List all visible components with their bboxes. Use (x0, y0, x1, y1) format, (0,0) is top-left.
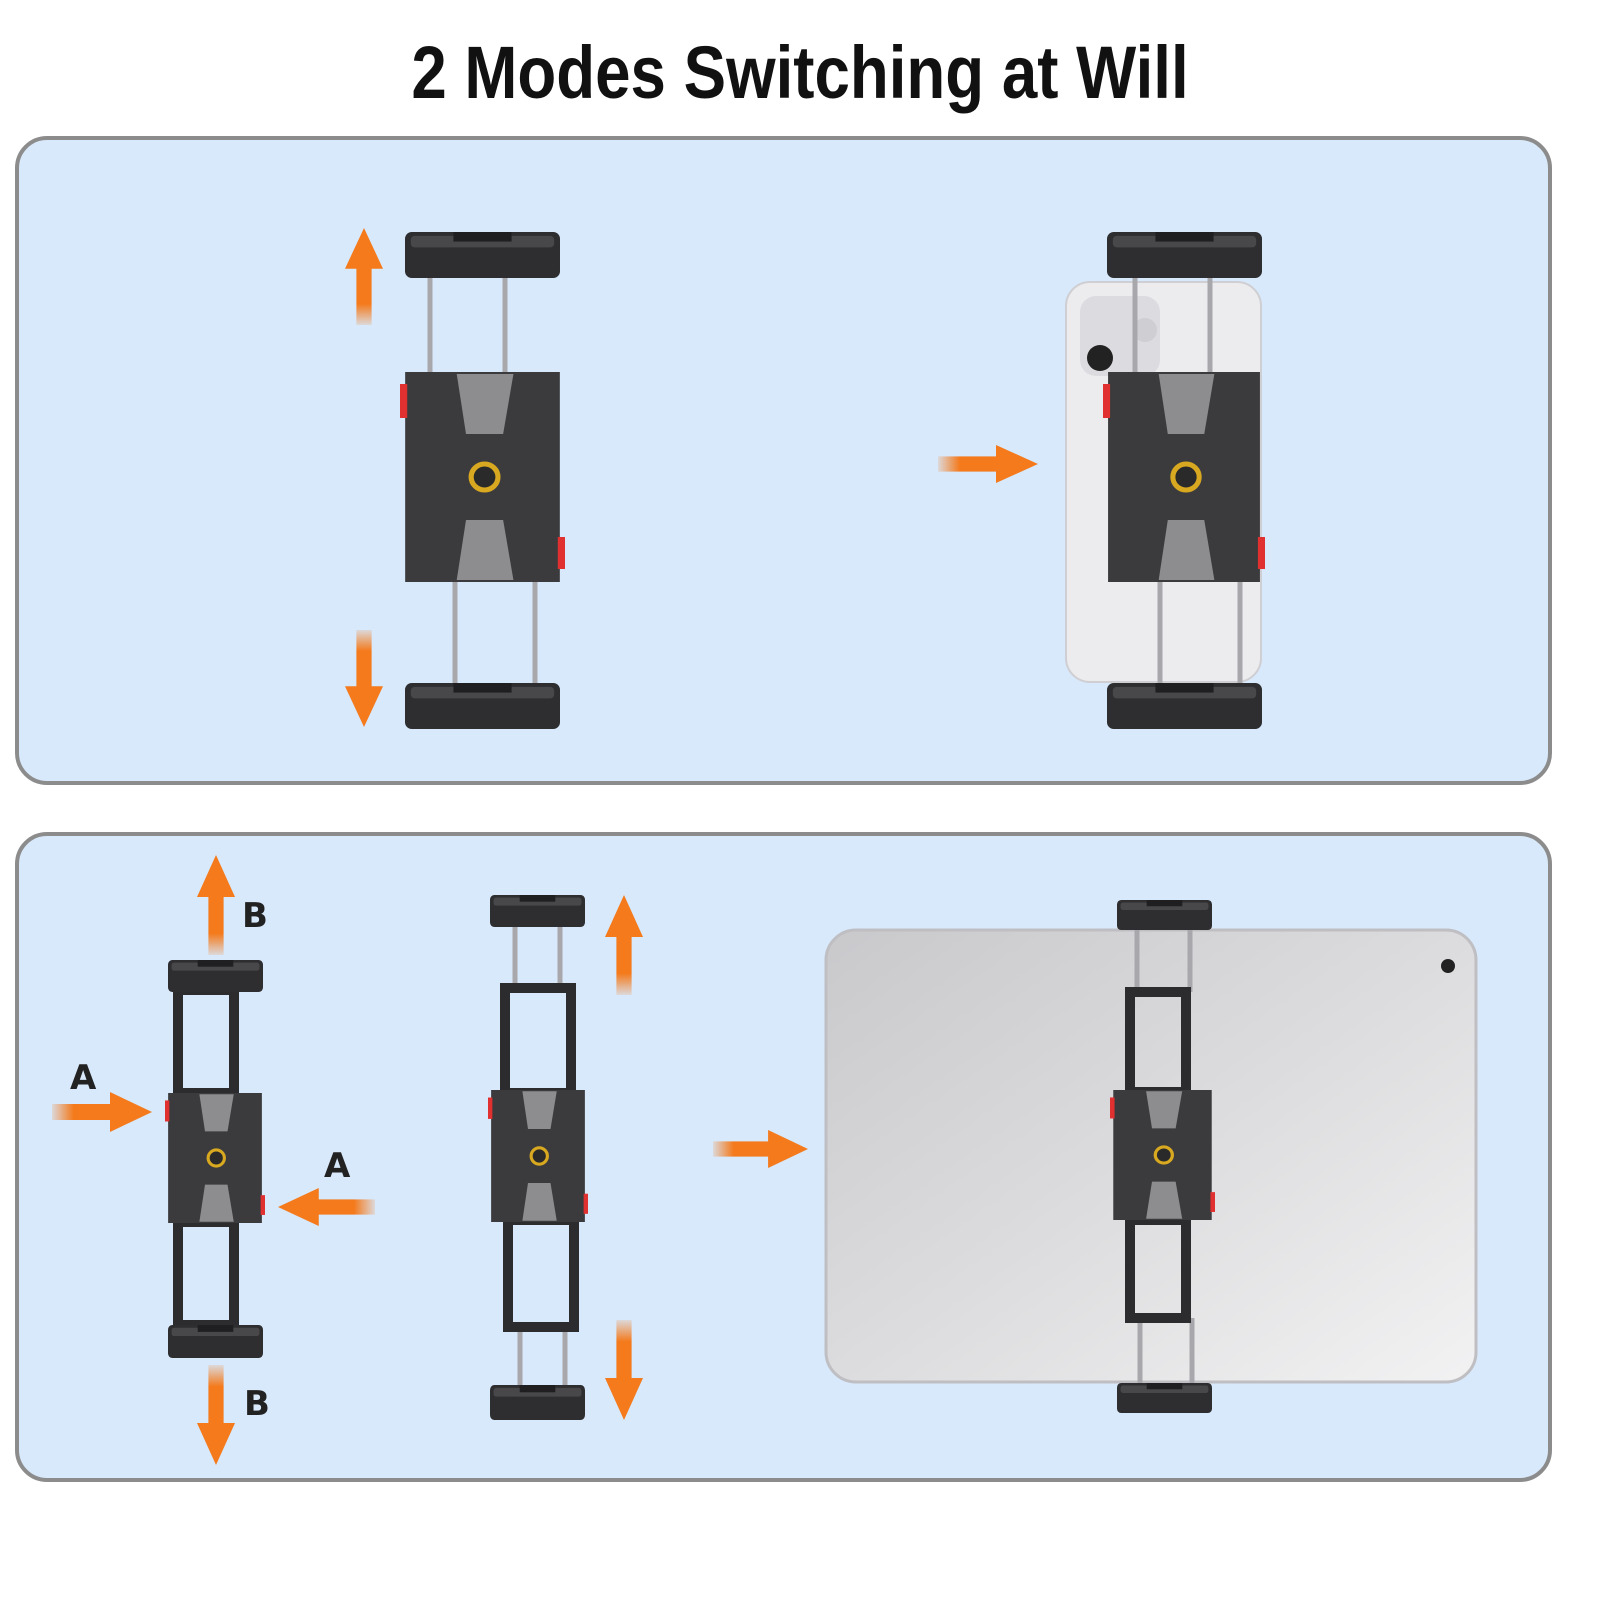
phone-holder-empty (400, 232, 565, 729)
label-b-bottom: B (244, 1384, 270, 1424)
phone-mode-panel (15, 136, 1552, 785)
page-title: 2 Modes Switching at Will (411, 31, 1189, 114)
phone-holder-with-phone (1065, 232, 1265, 729)
tablet-mode-panel: B B A A (15, 832, 1552, 1482)
label-a-left: A (70, 1058, 97, 1098)
tablet-holder-with-tablet (824, 900, 1478, 1413)
label-a-right: A (324, 1146, 351, 1186)
tablet-holder-collapsed (165, 960, 265, 1358)
label-b-top: B (242, 896, 268, 936)
tablet-holder-extended (488, 895, 588, 1420)
